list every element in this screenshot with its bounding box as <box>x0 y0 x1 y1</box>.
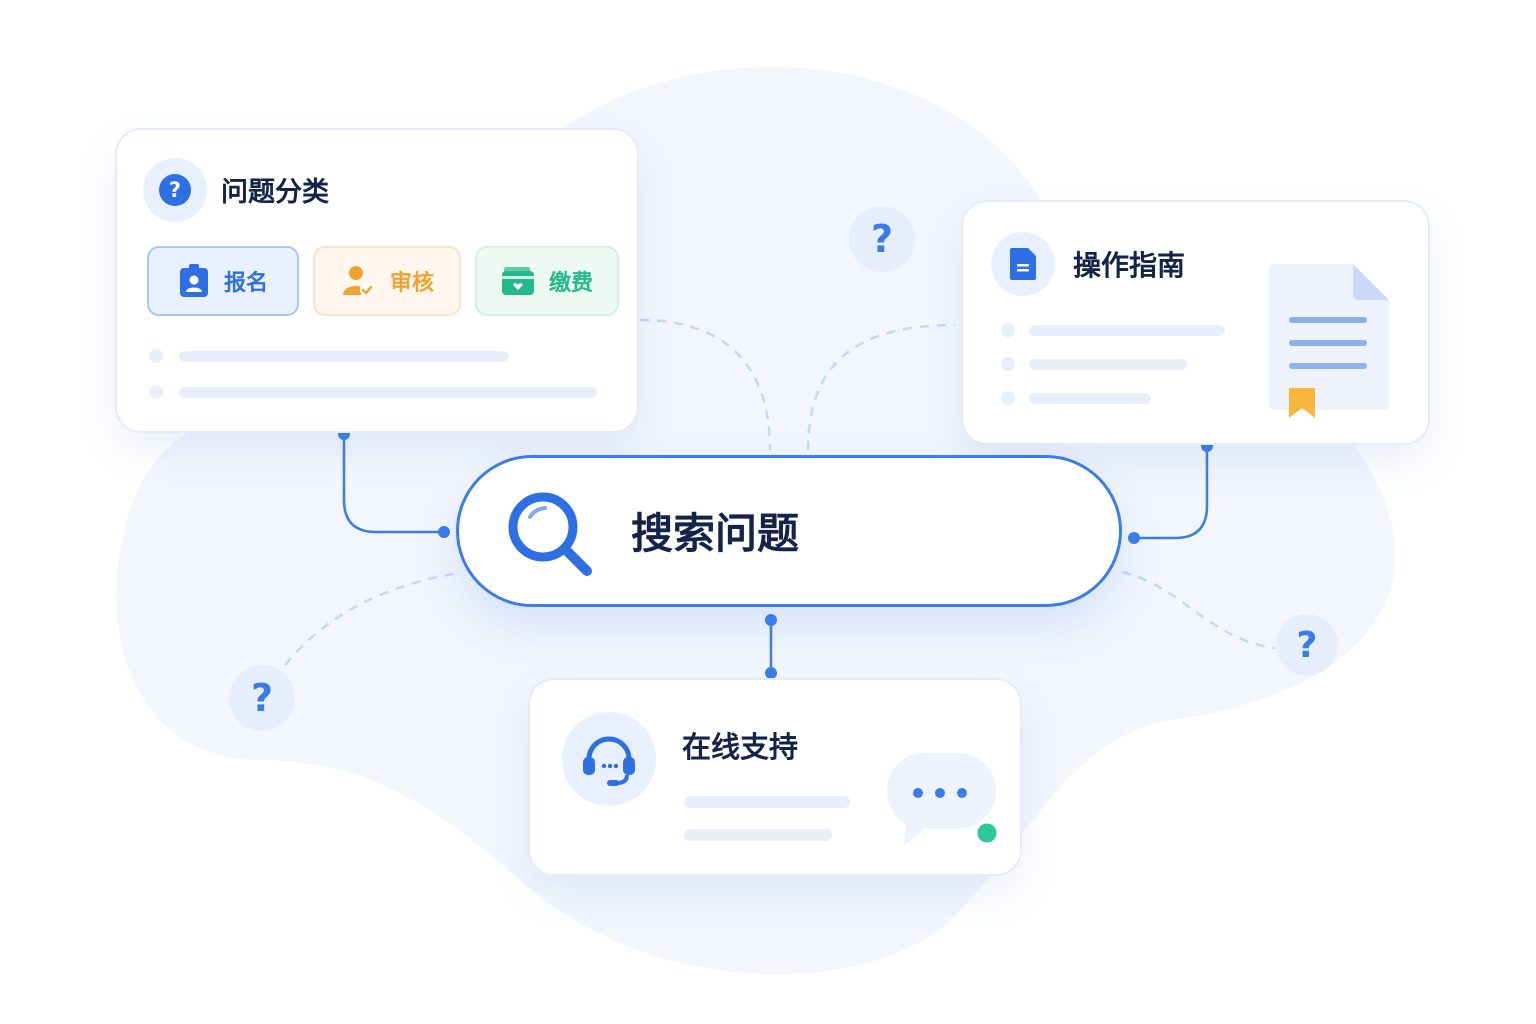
categories-title: 问题分类 <box>221 177 329 208</box>
placeholder-line <box>1029 359 1187 370</box>
wallet-icon <box>501 267 534 295</box>
guide-title: 操作指南 <box>1073 249 1186 282</box>
chip-label: 报名 <box>223 271 268 296</box>
chip-review[interactable]: 审核 <box>313 246 461 316</box>
chat-bubble-icon <box>886 753 1000 846</box>
placeholder-line <box>684 829 832 841</box>
list-bullet <box>1001 323 1015 337</box>
chip-registration[interactable]: 报名 <box>147 246 299 316</box>
user-check-icon <box>342 266 374 297</box>
document-icon <box>991 232 1055 296</box>
chip-payment[interactable]: 缴费 <box>475 246 619 316</box>
search-label: 搜索问题 <box>631 509 800 558</box>
placeholder-line <box>179 387 597 398</box>
placeholder-line <box>684 796 850 808</box>
placeholder-line <box>1029 393 1151 404</box>
search-icon <box>508 492 592 576</box>
support-card: 在线支持 <box>528 678 1022 876</box>
list-bullet <box>1001 357 1015 371</box>
headset-icon <box>562 712 656 806</box>
file-bookmark-icon <box>1269 264 1389 418</box>
id-badge-icon <box>179 264 208 297</box>
svg-text:?: ? <box>169 178 181 202</box>
question-mark-icon: ? <box>229 665 295 731</box>
help-circle-icon: ? <box>143 158 207 222</box>
list-bullet <box>149 385 163 399</box>
chip-label: 缴费 <box>548 271 593 296</box>
support-title: 在线支持 <box>682 730 799 764</box>
guide-card: 操作指南 <box>961 200 1430 445</box>
list-bullet <box>149 349 163 363</box>
question-mark-icon: ? <box>1276 614 1338 676</box>
chip-label: 审核 <box>389 271 434 296</box>
placeholder-line <box>1029 325 1225 336</box>
placeholder-line <box>179 351 509 362</box>
search-bar[interactable]: 搜索问题 <box>456 455 1122 607</box>
question-mark-icon: ? <box>849 206 915 272</box>
list-bullet <box>1001 391 1015 405</box>
categories-card: ? 问题分类 报名 审核 <box>115 128 639 433</box>
